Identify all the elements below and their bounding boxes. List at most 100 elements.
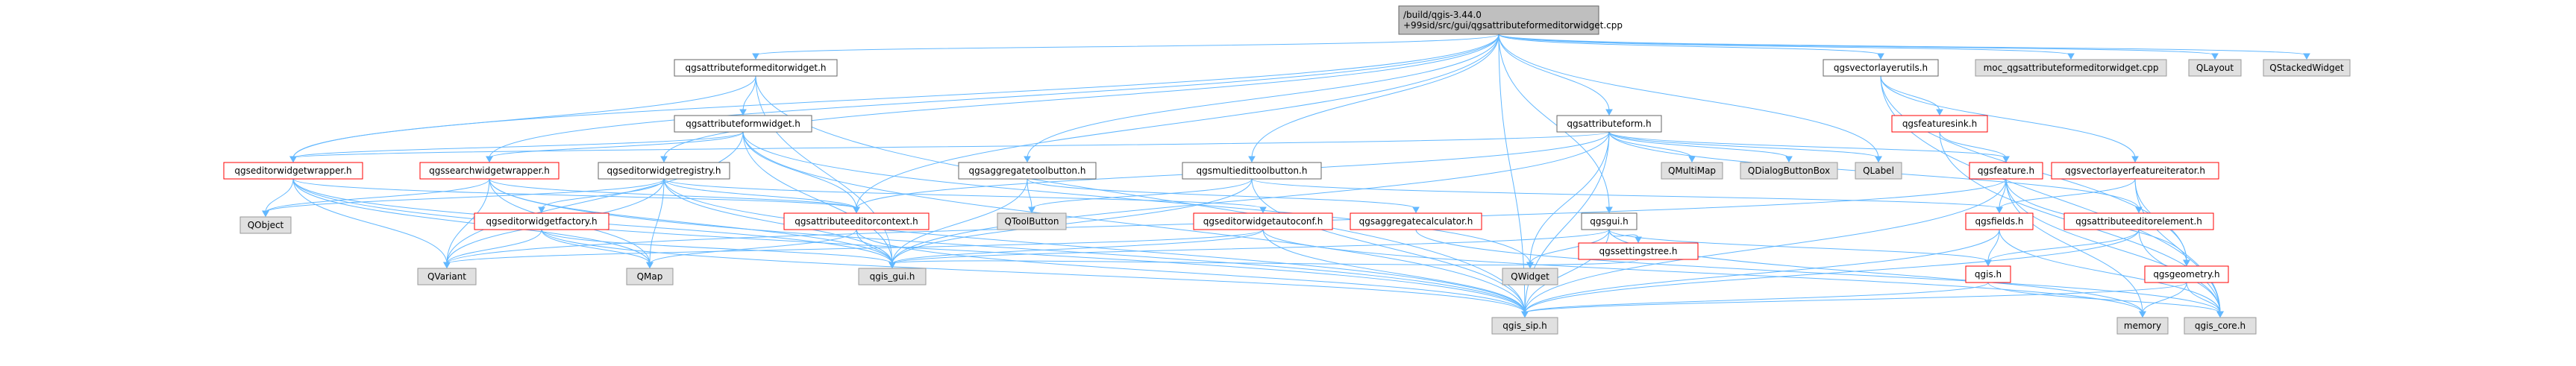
edge-editorwidgetautoconf_h-to-qgis_sip_h — [1262, 229, 1529, 318]
node-editorwidgetregistry-h[interactable]: qgseditorwidgetregistry.h — [598, 162, 730, 180]
graph-edges — [262, 34, 2310, 318]
edge-root-to-attributeformeditorwidget_h — [752, 34, 1499, 60]
node-qvariant: QVariant — [417, 268, 477, 285]
node-qobject: QObject — [239, 216, 292, 234]
edge-root-to-qlayout — [1498, 34, 2219, 60]
node-label: QWidget — [1511, 271, 1549, 282]
edge-vectorlayerutils_h-to-vectorlayerfeatureiterator_h — [1880, 75, 2139, 163]
edge-multiedittoolbutton_h-to-qtoolbutton — [1028, 178, 1253, 214]
node-box — [239, 216, 292, 234]
edge-attributeform_h-to-editorwidgetwrapper_h — [289, 131, 1610, 163]
edge-root-to-vectorlayerutils_h — [1498, 34, 1884, 60]
node-qgis-core-h: qgis_core.h — [2184, 317, 2257, 335]
node-root: /build/qgis-3.44.0+99sid/src/gui/qgsattr… — [1398, 5, 1623, 35]
node-label: qgseditorwidgetautoconf.h — [1203, 216, 1323, 227]
node-label: memory — [2124, 321, 2161, 331]
node-feature-h[interactable]: qgsfeature.h — [1969, 162, 2043, 180]
node-box — [1398, 5, 1599, 35]
node-box — [1556, 115, 1662, 133]
node-box — [417, 268, 477, 285]
node-qgis-h[interactable]: qgis.h — [1965, 265, 2011, 283]
edge-geometry_h-to-qgis_core_h — [2186, 282, 2224, 318]
node-label: qgis.h — [1975, 269, 2002, 280]
edge-aggregatetoolbutton_h-to-aggregatecalculator_h — [1027, 178, 1420, 214]
edge-featuresink_h-to-feature_h — [1939, 131, 2010, 163]
node-label: qgsgui.h — [1590, 216, 1628, 227]
node-label: qgsattributeeditorcontext.h — [795, 216, 918, 227]
edge-multiedittoolbutton_h-to-fields_h — [1251, 178, 2003, 214]
node-attributeformeditorwidget-h[interactable]: qgsattributeformeditorwidget.h — [674, 59, 838, 77]
node-label: /build/qgis-3.44.0 — [1403, 10, 1482, 20]
node-attributeformwidget-h[interactable]: qgsattributeformwidget.h — [674, 115, 812, 133]
edge-settingstree_h-to-qgis_gui_h — [889, 259, 1639, 269]
edge-multiedittoolbutton_h-to-qgis_sip_h — [1251, 178, 1529, 318]
edge-editorwidgetwrapper_h-to-qvariant — [292, 178, 451, 269]
edge-editorwidgetregistry_h-to-qmap — [646, 178, 665, 269]
node-searchwidgetwrapper-h[interactable]: qgssearchwidgetwrapper.h — [419, 162, 560, 180]
edge-vectorlayerutils_h-to-featuresink_h — [1880, 75, 1943, 116]
edge-attributeeditorcontext_h-to-qmap — [646, 229, 857, 269]
node-qmultimap: QMultiMap — [1661, 162, 1723, 180]
node-vectorlayerutils-h[interactable]: qgsvectorlayerutils.h — [1823, 59, 1939, 77]
node-label: qgsattributeeditorelement.h — [2075, 216, 2202, 227]
node-qmap: QMap — [626, 268, 674, 285]
node-aggregatetoolbutton-h[interactable]: qgsaggregatetoolbutton.h — [958, 162, 1097, 180]
node-qstackedwidget: QStackedWidget — [2263, 59, 2351, 77]
node-box — [1578, 242, 1699, 260]
node-box — [958, 162, 1097, 180]
edge-attributeformeditorwidget_h-to-attributeformwidget_h — [739, 75, 756, 116]
node-box — [1491, 317, 1558, 335]
node-label: qgsattributeformwidget.h — [686, 119, 800, 129]
edge-root-to-attributeform_h — [1498, 34, 1613, 116]
node-fields-h[interactable]: qgsfields.h — [1965, 212, 2034, 230]
node-box — [1855, 162, 1902, 180]
node-box — [783, 212, 930, 230]
edge-attributeform_h-to-qmultimap — [1608, 131, 1696, 163]
node-box — [1891, 115, 1988, 133]
edge-attributeformwidget_h-to-searchwidgetwrapper_h — [486, 131, 744, 163]
edge-feature_h-to-qgis_core_h — [2005, 178, 2224, 318]
node-qlayout: QLayout — [2188, 59, 2242, 77]
node-label: qgis_sip.h — [1502, 321, 1546, 331]
node-label: qgis_gui.h — [870, 271, 915, 282]
edge-attributeform_h-to-qlabel — [1608, 131, 1882, 163]
node-qlabel: QLabel — [1855, 162, 1902, 180]
node-geometry-h[interactable]: qgsgeometry.h — [2144, 265, 2229, 283]
graph-nodes: /build/qgis-3.44.0+99sid/src/gui/qgsattr… — [223, 5, 2351, 335]
node-box — [1965, 212, 2034, 230]
node-editorwidgetautoconf-h[interactable]: qgseditorwidgetautoconf.h — [1193, 212, 1333, 230]
edge-editorwidgetfactory_h-to-qmap — [541, 229, 654, 269]
node-label: moc_qgsattributeformeditorwidget.cpp — [1984, 63, 2159, 73]
edge-editorwidgetfactory_h-to-qvariant — [443, 229, 542, 269]
node-label: qgseditorwidgetregistry.h — [607, 165, 721, 176]
node-box — [223, 162, 363, 180]
node-vectorlayerfeatureiterator-h[interactable]: qgsvectorlayerfeatureiterator.h — [2051, 162, 2219, 180]
node-editorwidgetwrapper-h[interactable]: qgseditorwidgetwrapper.h — [223, 162, 363, 180]
node-label: qgsmultiedittoolbutton.h — [1197, 165, 1308, 176]
node-aggregatecalculator-h[interactable]: qgsaggregatecalculator.h — [1350, 212, 1482, 230]
node-label: QDialogButtonBox — [1748, 165, 1830, 176]
node-editorwidgetfactory-h[interactable]: qgseditorwidgetfactory.h — [474, 212, 609, 230]
node-box — [997, 212, 1067, 230]
edge-vectorlayerfeatureiterator_h-to-fields_h — [1996, 178, 2136, 214]
node-box — [1969, 162, 2043, 180]
edge-root-to-attributeeditorcontext_h — [853, 34, 1499, 214]
node-label: QLabel — [1863, 165, 1894, 176]
node-multiedittoolbutton-h[interactable]: qgsmultiedittoolbutton.h — [1182, 162, 1322, 180]
node-label: +99sid/src/gui/qgsattributeformeditorwid… — [1403, 20, 1623, 31]
node-attributeeditorcontext-h[interactable]: qgsattributeeditorcontext.h — [783, 212, 930, 230]
node-box — [1182, 162, 1322, 180]
node-settingstree-h[interactable]: qgssettingstree.h — [1578, 242, 1699, 260]
node-box — [858, 268, 927, 285]
edge-editorwidgetwrapper_h-to-qgis_sip_h — [292, 178, 1529, 318]
edge-root-to-qlabel — [1498, 34, 1882, 163]
edge-geometry_h-to-memory — [2139, 282, 2187, 318]
edge-editorwidgetregistry_h-to-attributeeditorcontext_h — [663, 178, 860, 214]
node-attributeform-h[interactable]: qgsattributeform.h — [1556, 115, 1662, 133]
node-label: QLayout — [2196, 63, 2234, 73]
node-attributeeditorelement-h[interactable]: qgsattributeeditorelement.h — [2063, 212, 2214, 230]
node-featuresink-h[interactable]: qgsfeaturesink.h — [1891, 115, 1988, 133]
node-gui-h[interactable]: qgsgui.h — [1581, 212, 1638, 230]
edge-root-to-moc — [1498, 34, 2075, 60]
edge-geometry_h-to-qgis_sip_h — [1521, 282, 2187, 318]
